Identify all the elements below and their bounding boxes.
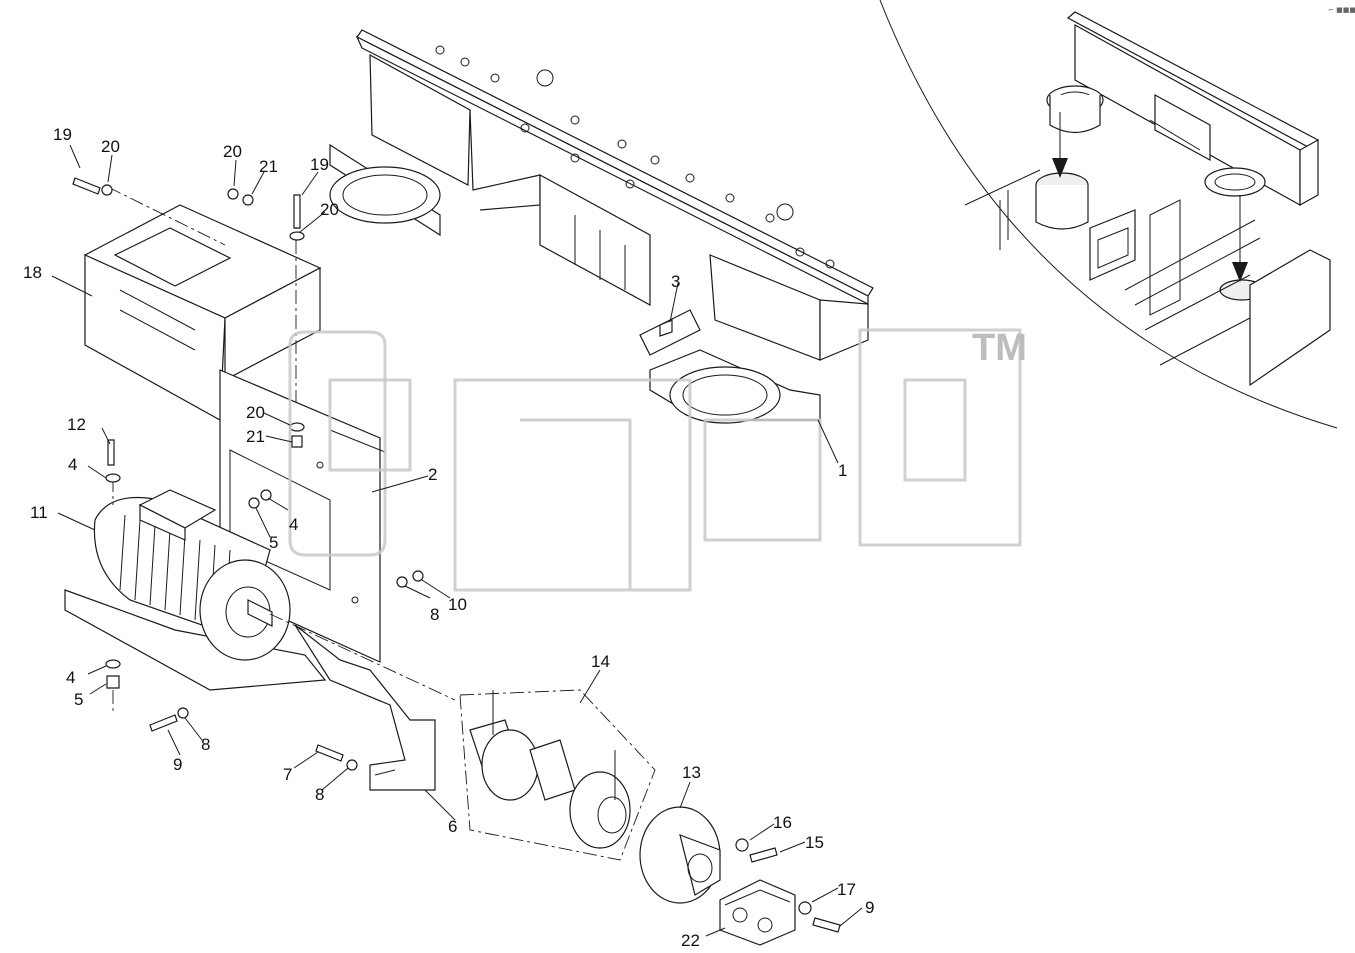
callout-19: 19	[53, 125, 72, 144]
hydraulic-pump	[719, 879, 796, 946]
callout-18: 18	[23, 263, 42, 282]
callout-20: 20	[223, 142, 242, 161]
flange	[639, 806, 721, 904]
callout-17: 17	[837, 880, 856, 899]
corner-mark: ⌐ ■■■	[1328, 6, 1355, 14]
callout-16: 16	[773, 813, 792, 832]
pump-bracket	[294, 624, 436, 791]
callout-4: 4	[66, 668, 75, 687]
callout-4: 4	[68, 455, 77, 474]
callout-8: 8	[315, 785, 324, 804]
callout-2: 2	[428, 465, 437, 484]
callout-5: 5	[74, 690, 83, 709]
callout-20: 20	[320, 200, 339, 219]
electric-motor	[64, 478, 456, 715]
callout-12: 12	[67, 415, 86, 434]
callout-labels: 1 2 3 4 4 4 5 5 6 7 8 8 8 9 9 10 11 12 1…	[23, 125, 874, 950]
callout-8: 8	[201, 735, 210, 754]
fasteners	[72, 177, 841, 933]
callout-10: 10	[448, 595, 467, 614]
callout-20: 20	[246, 403, 265, 422]
callout-3: 3	[671, 272, 680, 291]
callout-4: 4	[289, 515, 298, 534]
callout-19: 19	[310, 155, 329, 174]
callout-20: 20	[101, 137, 120, 156]
callout-9: 9	[173, 755, 182, 774]
coupling-group	[459, 689, 656, 861]
callout-9: 9	[865, 898, 874, 917]
inset-detail-view	[879, 0, 1338, 429]
callout-22: 22	[681, 931, 700, 950]
trademark-symbol: TM	[972, 327, 1027, 369]
cover-housing	[83, 186, 322, 421]
callout-14: 14	[591, 652, 610, 671]
callout-15: 15	[805, 833, 824, 852]
callout-1: 1	[838, 461, 847, 480]
leader-lines	[51, 144, 863, 937]
callout-21: 21	[246, 427, 265, 446]
callout-11: 11	[30, 503, 48, 522]
callout-21: 21	[259, 157, 278, 176]
callout-6: 6	[448, 817, 457, 836]
main-frame	[329, 29, 874, 424]
callout-13: 13	[682, 763, 701, 782]
callout-5: 5	[269, 533, 278, 552]
callout-8: 8	[430, 605, 439, 624]
watermark-logo: TM	[288, 327, 1027, 592]
callout-7: 7	[283, 765, 292, 784]
